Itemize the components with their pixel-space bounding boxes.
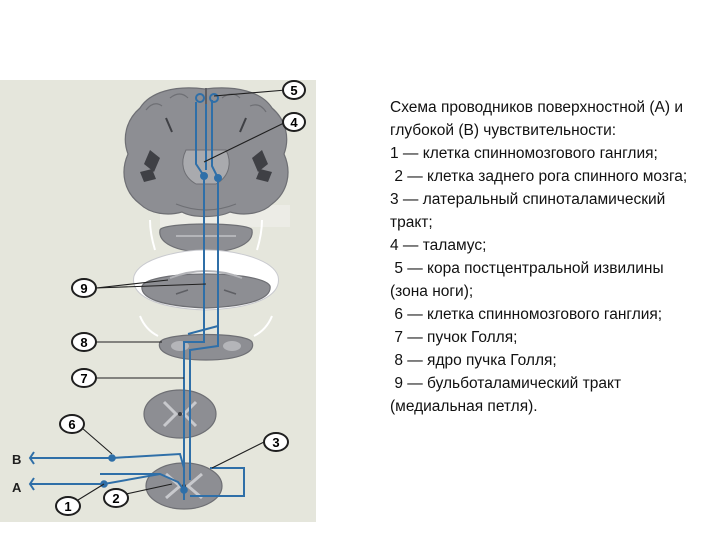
spinal-cord-upper [144,390,216,438]
caption-item-7: 7 — пучок Голля; [390,326,700,349]
label-5-text: 5 [290,83,297,98]
label-3-text: 3 [272,435,279,450]
label-5: 5 [283,81,305,99]
label-7: 7 [72,369,96,387]
label-6-text: 6 [68,417,75,432]
label-9-text: 9 [80,281,87,296]
label-a: A [12,480,22,495]
label-2: 2 [104,489,128,507]
label-1-text: 1 [64,499,71,514]
label-2-text: 2 [112,491,119,506]
pons-section [134,250,279,310]
caption-item-3: 3 — латеральный спиноталамический тракт; [390,188,700,234]
caption-text: Схема проводников поверхностной (А) и гл… [390,96,700,418]
caption-item-5: 5 — кора постцентральной извилины (зона … [390,257,700,303]
caption-item-9: 9 — бульботаламический тракт (медиальная… [390,372,700,418]
pathway-diagram: 5 4 9 8 7 6 3 2 [0,80,316,522]
caption-title: Схема проводников поверхностной (А) и гл… [390,96,700,142]
label-b: B [12,452,21,467]
label-4: 4 [283,113,305,131]
pathway-diagram-svg: 5 4 9 8 7 6 3 2 [0,80,316,522]
caption-item-8: 8 — ядро пучка Голля; [390,349,700,372]
label-6: 6 [60,415,84,433]
label-9: 9 [72,279,96,297]
label-3: 3 [264,433,288,451]
caption-item-2: 2 — клетка заднего рога спинного мозга; [390,165,700,188]
caption-item-6: 6 — клетка спинномозгового ганглия; [390,303,700,326]
label-7-text: 7 [80,371,87,386]
caption-item-1: 1 — клетка спинномозгового ганглия; [390,142,700,165]
label-1: 1 [56,497,80,515]
caption-item-4: 4 — таламус; [390,234,700,257]
label-8-text: 8 [80,335,87,350]
label-4-text: 4 [290,115,298,130]
label-8: 8 [72,333,96,351]
